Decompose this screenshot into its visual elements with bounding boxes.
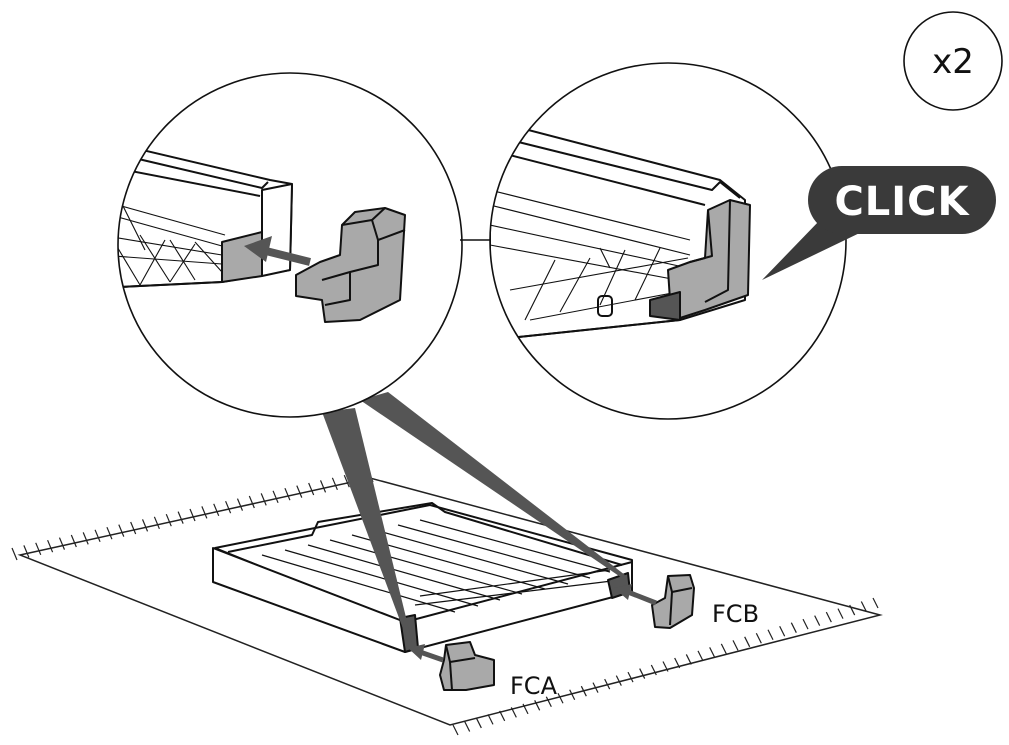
- hatch-mark: [545, 696, 552, 708]
- hatch-mark: [58, 537, 66, 550]
- hatch-mark: [236, 498, 244, 511]
- hatch-mark: [604, 678, 611, 690]
- hatch-mark: [510, 707, 517, 718]
- hatch-mark: [165, 513, 172, 527]
- hatch-mark: [849, 604, 856, 616]
- hatch-mark: [118, 524, 125, 537]
- hatch-mark: [130, 521, 137, 535]
- hatch-mark: [11, 547, 18, 561]
- hatch-mark: [153, 516, 160, 530]
- hatch-mark: [767, 629, 774, 641]
- hatch-mark: [319, 480, 327, 493]
- fcb-label: FCB: [712, 600, 759, 628]
- floor-hatching-bottom: [452, 597, 879, 736]
- part-fcb: [651, 574, 695, 629]
- hatch-mark: [452, 724, 459, 736]
- hatch-mark: [732, 640, 739, 651]
- hatch-mark: [662, 661, 669, 672]
- quantity-label: x2: [932, 42, 974, 82]
- hatch-mark: [522, 703, 529, 715]
- hatch-mark: [343, 474, 350, 488]
- hatch-mark: [284, 487, 291, 501]
- hatch-mark: [650, 664, 657, 676]
- arrow-icon: [408, 644, 444, 663]
- hatch-mark: [47, 539, 54, 553]
- hatch-mark: [615, 675, 622, 686]
- hatch-mark: [825, 611, 832, 623]
- hatch-mark: [272, 490, 279, 504]
- hatch-mark: [308, 482, 315, 496]
- hatch-mark: [260, 493, 267, 506]
- hatch-mark: [685, 654, 692, 665]
- arrow-icon: [614, 584, 657, 606]
- zoom-callout-left: [322, 392, 625, 642]
- hatch-mark: [755, 633, 762, 644]
- click-label: CLICK: [834, 179, 970, 225]
- hatch-mark: [872, 597, 879, 609]
- hatch-mark: [177, 511, 184, 524]
- hatch-mark: [70, 534, 77, 548]
- hatch-mark: [697, 650, 704, 662]
- part-fca: [439, 641, 495, 691]
- hatch-mark: [82, 532, 89, 545]
- hatch-mark: [639, 668, 646, 679]
- hatch-mark: [534, 700, 541, 711]
- hatch-mark: [296, 485, 303, 498]
- hatch-mark: [201, 506, 208, 519]
- hatch-mark: [487, 714, 494, 725]
- hatch-mark: [709, 647, 716, 658]
- hatch-mark: [779, 625, 786, 637]
- hatch-mark: [674, 657, 681, 669]
- zoom-circle-left: [117, 72, 463, 418]
- hatch-mark: [225, 500, 232, 514]
- fca-label: FCA: [510, 672, 558, 700]
- quantity-badge: x2: [903, 11, 1003, 111]
- hatch-mark: [557, 692, 564, 704]
- hatch-mark: [248, 495, 255, 509]
- hatch-mark: [23, 545, 30, 558]
- hatch-mark: [35, 542, 42, 556]
- hatch-mark: [592, 682, 599, 693]
- click-callout: CLICK: [762, 166, 996, 280]
- hatch-mark: [814, 615, 821, 626]
- hatch-mark: [580, 685, 587, 697]
- hatch-mark: [790, 622, 797, 633]
- zoom-circle-right: [489, 62, 847, 420]
- hatch-mark: [627, 671, 634, 683]
- tray-rails: [261, 519, 621, 613]
- hatch-mark: [720, 643, 727, 655]
- hatch-mark: [106, 526, 113, 540]
- hatch-mark: [860, 601, 867, 612]
- hatch-mark: [213, 503, 220, 517]
- hatch-mark: [141, 519, 149, 532]
- hatch-mark: [475, 717, 482, 729]
- hatch-mark: [569, 689, 576, 700]
- hatch-mark: [331, 477, 338, 491]
- hatch-mark: [744, 636, 751, 648]
- hatch-mark: [189, 508, 196, 522]
- arrow-icon: [244, 236, 311, 266]
- hatch-mark: [464, 721, 471, 732]
- hatch-mark: [94, 529, 101, 543]
- hatch-mark: [837, 608, 844, 619]
- floor-hatching: [11, 469, 374, 561]
- hatch-mark: [802, 618, 809, 630]
- hatch-mark: [499, 710, 506, 722]
- paper-tray: [212, 502, 633, 653]
- corner-cap-icon: [295, 207, 406, 323]
